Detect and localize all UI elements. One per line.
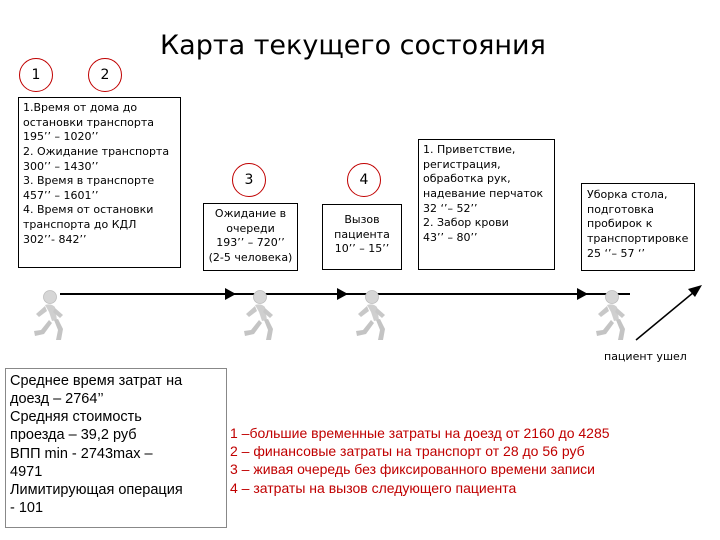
person-figure-icon (34, 290, 63, 340)
box-line: 195’’ – 1020’’ (23, 130, 99, 144)
box-line: подготовка (587, 202, 655, 216)
box-line: регистрация, (423, 157, 501, 171)
timeline-arrow-icon (337, 288, 348, 300)
call-box: Вызов пациента 10’’ – 15’’ (322, 204, 402, 270)
registration-box: 1. Приветствие, регистрация, обработка р… (418, 139, 555, 270)
timeline-arrow-icon (577, 288, 588, 300)
step-number: 4 (359, 172, 369, 188)
box-line: 1.Время от дома до (23, 101, 138, 114)
travel-box: 1.Время от дома до остановки транспорта … (18, 97, 181, 268)
summary-line: Среднее время затрат на (10, 373, 183, 389)
box-line: Ожидание в (214, 207, 287, 220)
summary-line: доезд – 2764’’ (10, 391, 104, 408)
box-line: транспортировке (587, 231, 689, 245)
person-figure-icon (596, 290, 625, 340)
box-line: транспорта до КДЛ (23, 218, 137, 231)
box-line: 457’’ – 1601’’ (23, 188, 99, 202)
step-number: 1 (31, 67, 41, 83)
summary-line: ВПП min - 2743max – (10, 445, 153, 462)
box-line: 300’’ – 1430’’ (23, 159, 99, 173)
problems-list: 1 –большие временные затраты на доезд от… (230, 424, 610, 497)
step-circle-1: 1 (19, 58, 53, 92)
box-line: надевание перчаток (423, 186, 544, 200)
box-line: 193’’ – 720’’ (216, 236, 285, 250)
step-number: 3 (244, 172, 254, 188)
box-line: 302’’- 842’’ (23, 232, 87, 246)
summary-box: Среднее время затрат на доезд – 2764’’ С… (5, 368, 227, 528)
problem-item: 1 –большие временные затраты на доезд от… (230, 425, 610, 441)
box-line: Уборка стола, (587, 188, 668, 201)
cleanup-box: Уборка стола, подготовка пробирок к тран… (581, 183, 695, 271)
box-line: 32 ‘’– 52’’ (423, 201, 478, 215)
box-line: пробирок к (587, 217, 653, 231)
summary-line: проезда – 39,2 руб (10, 427, 137, 444)
box-line: (2-5 человека) (208, 250, 293, 264)
queue-box: Ожидание в очереди 193’’ – 720’’ (2-5 че… (203, 203, 298, 271)
box-line: 1. Приветствие, (423, 143, 516, 156)
step-circle-3: 3 (232, 163, 266, 197)
box-line: очереди (226, 221, 275, 235)
problem-item: 4 – затраты на вызов следующего пациента (230, 479, 517, 496)
person-figure-icon (244, 290, 273, 340)
problem-item: 2 – финансовые затраты на транспорт от 2… (230, 443, 585, 460)
box-line: Вызов (344, 213, 380, 226)
step-circle-2: 2 (88, 58, 122, 92)
timeline-arrow-icon (225, 288, 236, 300)
summary-line: 4971 (10, 463, 43, 480)
summary-line: Средняя стоимость (10, 409, 142, 426)
box-line: 3. Время в транспорте (23, 174, 155, 188)
box-line: обработка рук, (423, 172, 511, 186)
person-figure-icon (356, 290, 385, 340)
box-line: 43’’ – 80’’ (423, 230, 478, 244)
summary-line: Лимитирующая операция (10, 481, 183, 498)
summary-line: - 101 (10, 499, 44, 516)
box-line: остановки транспорта (23, 115, 155, 129)
box-line: 25 ‘’– 57 ‘’ (587, 246, 645, 260)
box-line: 4. Время от остановки (23, 203, 154, 217)
exit-arrow-icon (635, 285, 702, 341)
problem-item: 3 – живая очередь без фиксированного вре… (230, 461, 595, 478)
step-circle-4: 4 (347, 163, 381, 197)
page-title: Карта текущего состояния (160, 30, 546, 61)
patient-left-label: пациент ушел (604, 350, 687, 363)
step-number: 2 (100, 67, 110, 83)
box-line: 2. Ожидание транспорта (23, 144, 170, 158)
box-line: 2. Забор крови (423, 216, 509, 230)
box-line: пациента (334, 227, 390, 241)
box-line: 10’’ – 15’’ (334, 242, 390, 256)
